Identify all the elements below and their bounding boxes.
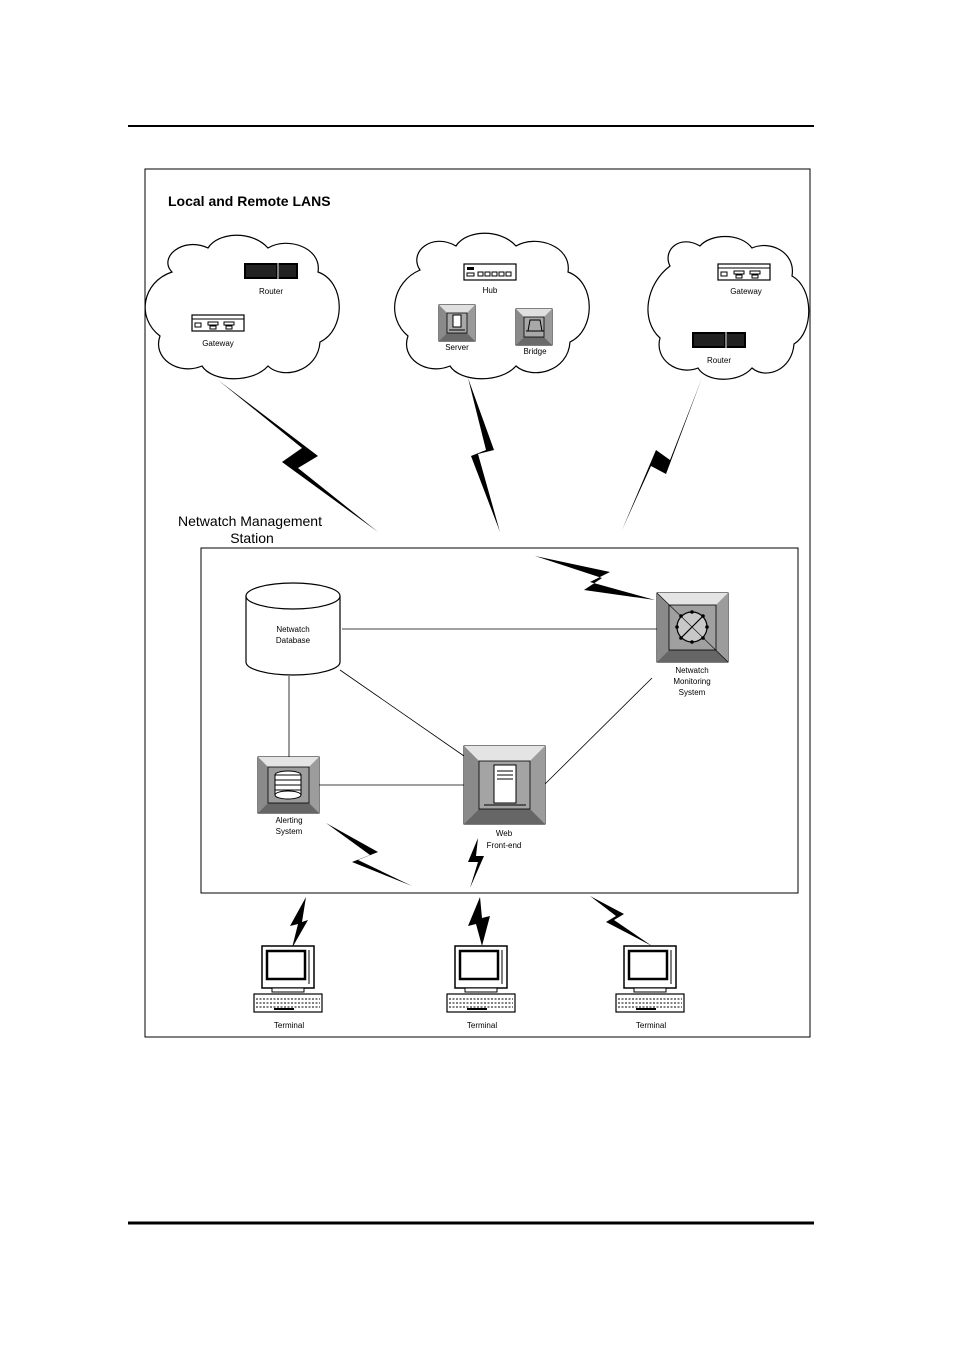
alerting-label-line1: Alerting [275, 816, 302, 825]
terminal-icon [447, 946, 515, 1012]
gateway-icon [718, 264, 770, 280]
station-label-line2: Station [230, 530, 274, 546]
bridge-icon [516, 309, 552, 345]
cloud-center-hub-label: Hub [483, 286, 498, 295]
alerting-label-line2: System [276, 827, 303, 836]
terminal-icon [616, 946, 684, 1012]
cloud-center-bridge-label: Bridge [523, 347, 547, 356]
hub-icon [464, 264, 516, 280]
link-alerting-terminal [326, 823, 412, 886]
cloud-center-server-label: Server [445, 343, 469, 352]
monitoring-system-icon [657, 593, 728, 662]
database-label-line2: Database [276, 636, 311, 645]
link-terminal-3 [590, 896, 652, 946]
alerting-system-icon [258, 757, 319, 813]
terminal-label-3: Terminal [636, 1021, 666, 1030]
web-frontend-icon [464, 746, 545, 824]
link-db-web [340, 670, 464, 756]
cloud-left-gateway-label: Gateway [202, 339, 234, 348]
terminal-icon [254, 946, 322, 1012]
web-label-line1: Web [496, 829, 513, 838]
lan-cloud-center [395, 233, 590, 379]
wan-link-left [218, 380, 378, 532]
database-label-line1: Netwatch [276, 625, 309, 634]
terminal-label-1: Terminal [274, 1021, 304, 1030]
wan-link-right [622, 378, 702, 530]
monitoring-label-line1: Netwatch [675, 666, 708, 675]
monitoring-label-line3: System [679, 688, 706, 697]
cloud-left-router-label: Router [259, 287, 283, 296]
cloud-right-router-label: Router [707, 356, 731, 365]
monitoring-label-line2: Monitoring [673, 677, 710, 686]
server-icon [439, 305, 475, 341]
terminal-label-2: Terminal [467, 1021, 497, 1030]
station-label-line1: Netwatch Management [178, 513, 322, 529]
router-icon [692, 332, 746, 348]
link-web-monitoring [545, 678, 652, 784]
link-terminal-2 [468, 897, 490, 946]
link-web-terminal [468, 838, 484, 888]
wan-link-monitoring [535, 556, 655, 600]
lan-cloud-left [145, 235, 339, 379]
wan-link-center [468, 378, 500, 532]
gateway-icon [192, 315, 244, 331]
diagram-title: Local and Remote LANS [168, 193, 331, 209]
web-label-line2: Front-end [487, 841, 522, 850]
cloud-right-gateway-label: Gateway [730, 287, 762, 296]
link-terminal-1 [290, 897, 308, 948]
router-icon [244, 263, 298, 279]
